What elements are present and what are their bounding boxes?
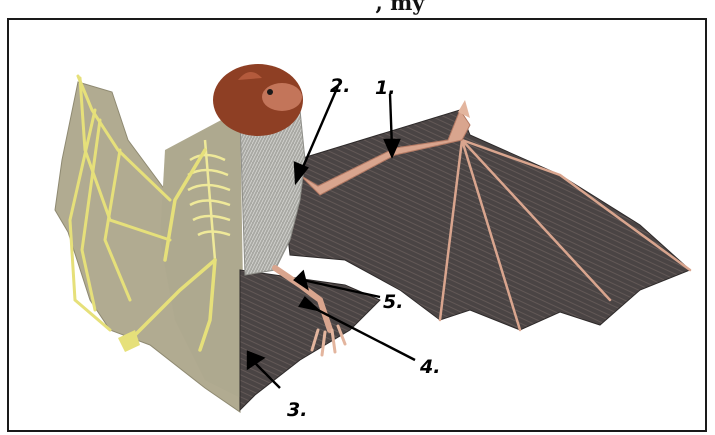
bat-head (213, 64, 303, 136)
label-1: 1. (375, 77, 395, 99)
label-2: 2. (330, 75, 350, 97)
label-5: 5. (383, 291, 403, 313)
wing-membrane-right (240, 100, 690, 410)
label-3: 3. (287, 399, 307, 421)
skeleton-half (55, 76, 245, 412)
label-4: 4. (419, 356, 440, 378)
